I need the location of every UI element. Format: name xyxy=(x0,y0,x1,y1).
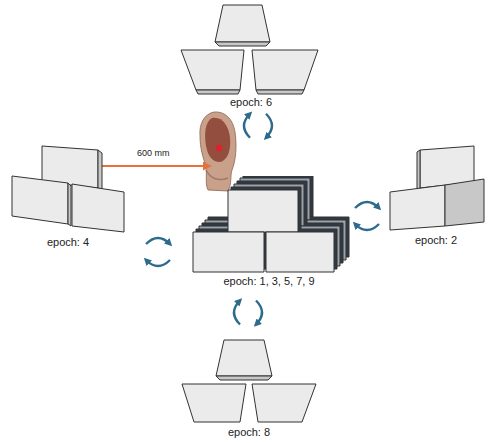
head-model xyxy=(200,112,236,191)
brick xyxy=(193,232,264,272)
brick xyxy=(98,150,102,190)
exchange-arrow xyxy=(355,202,379,208)
exchange-arrow xyxy=(266,114,272,138)
brick xyxy=(256,90,304,94)
target-point xyxy=(216,145,222,151)
epoch-label: epoch: 8 xyxy=(228,426,270,439)
brick xyxy=(215,5,270,42)
exchange-arrow xyxy=(256,301,262,325)
neck-detail xyxy=(206,170,228,180)
brick xyxy=(266,232,334,272)
epoch-label: epoch: 1, 3, 5, 7, 9 xyxy=(223,275,314,288)
brick xyxy=(12,176,68,224)
exchange-arrow xyxy=(355,224,379,230)
brick-shape xyxy=(176,2,326,95)
brick-arrangement: epoch: 1, 3, 5, 7, 9 xyxy=(188,176,350,288)
brick xyxy=(216,376,272,380)
brick xyxy=(390,185,445,230)
brick xyxy=(181,50,244,90)
brick xyxy=(68,183,71,226)
exchange-arrow xyxy=(244,114,250,138)
exchange-arrow xyxy=(234,301,240,325)
exchange-arrow xyxy=(146,238,170,244)
brick xyxy=(182,384,246,422)
swap-connector xyxy=(146,238,170,266)
brick xyxy=(72,184,124,232)
brick-shape xyxy=(8,143,128,235)
swap-connector xyxy=(355,202,379,230)
brick xyxy=(215,42,270,46)
brick xyxy=(228,190,298,232)
dimension-label: 600 mm xyxy=(135,148,172,159)
brick-shape xyxy=(384,143,488,233)
epoch-label: epoch: 6 xyxy=(230,96,272,109)
exchange-arrow xyxy=(146,260,170,266)
brick-shape xyxy=(176,337,322,425)
brain-region xyxy=(205,118,230,162)
brick xyxy=(417,150,420,190)
epoch-label: epoch: 2 xyxy=(415,234,457,247)
brick xyxy=(445,179,484,226)
brick xyxy=(216,340,272,376)
brick xyxy=(252,384,316,422)
brick-arrangement: epoch: 4 xyxy=(8,143,128,249)
swap-connector xyxy=(234,301,262,325)
swap-connector xyxy=(244,114,272,138)
brick-arrangement: epoch: 6 xyxy=(176,2,326,109)
brick xyxy=(196,90,240,94)
brick xyxy=(252,50,318,90)
brick-shape xyxy=(188,176,350,274)
epoch-label: epoch: 4 xyxy=(47,236,89,249)
brick-arrangement: epoch: 8 xyxy=(176,337,322,439)
brick-arrangement: epoch: 2 xyxy=(384,143,488,247)
